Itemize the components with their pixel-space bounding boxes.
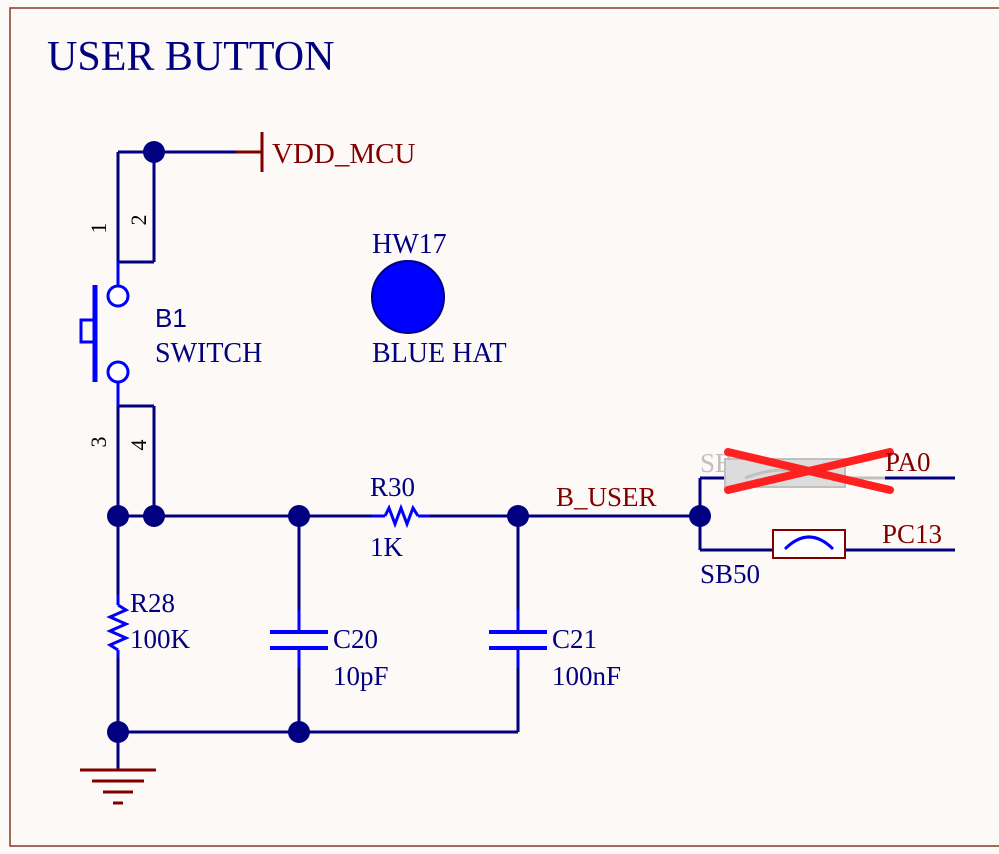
r30-value: 1K: [370, 532, 404, 562]
r28-value: 100K: [130, 624, 191, 654]
switch-value: SWITCH: [155, 338, 262, 369]
resistor-r28: R28 100K: [106, 588, 191, 654]
hat-value: BLUE HAT: [372, 338, 507, 369]
capacitor-c21: C21 100nF: [489, 624, 621, 691]
resistor-icon: [106, 603, 130, 652]
switch-designator: B1: [155, 303, 187, 333]
resistor-r30: R30 1K: [370, 472, 420, 562]
c21-value: 100nF: [552, 661, 621, 691]
switch-pin-3: 3: [86, 437, 111, 448]
capacitor-c20: C20 10pF: [270, 624, 389, 691]
switch-b1: 1 2 3 4 B1 SWITCH: [79, 215, 262, 451]
c20-value: 10pF: [333, 661, 389, 691]
junction-dot: [143, 505, 165, 527]
pc13-net-label: PC13: [882, 519, 942, 549]
blue-hat-icon: [371, 260, 445, 334]
junction-dot: [107, 505, 129, 527]
switch-pin-1: 1: [86, 223, 111, 234]
r30-designator: R30: [370, 472, 415, 502]
vdd-net-label: VDD_MCU: [272, 138, 415, 170]
switch-pin-4: 4: [126, 440, 151, 451]
pa0-net-label: PA0: [885, 447, 931, 477]
c21-designator: C21: [552, 624, 597, 654]
sheet-border: [9, 7, 999, 847]
r28-designator: R28: [130, 588, 175, 618]
schematic-title: USER BUTTON: [47, 34, 334, 80]
sb50-designator: SB50: [700, 559, 760, 589]
junction-dot: [288, 505, 310, 527]
junction-dot: [288, 721, 310, 743]
hat-designator: HW17: [372, 229, 447, 260]
switch-pin-2: 2: [126, 215, 151, 226]
resistor-icon: [383, 503, 420, 529]
vdd-power-port: VDD_MCU: [236, 132, 415, 172]
junction-dot: [689, 505, 711, 527]
ground-symbol-icon: [80, 732, 156, 805]
junctions: [107, 141, 711, 743]
solder-bridge-icon: [772, 529, 846, 559]
solder-bridge-sb50: SB50 PC13: [700, 519, 942, 589]
not-fitted-cross-icon: [724, 448, 894, 494]
net-label-b-user: B_USER: [556, 482, 657, 512]
c20-designator: C20: [333, 624, 378, 654]
blue-hat-hw17: HW17 BLUE HAT: [371, 229, 507, 369]
junction-dot: [507, 505, 529, 527]
solder-bridge-sb62: SB62 PA0: [700, 447, 931, 494]
junction-dot: [143, 141, 165, 163]
